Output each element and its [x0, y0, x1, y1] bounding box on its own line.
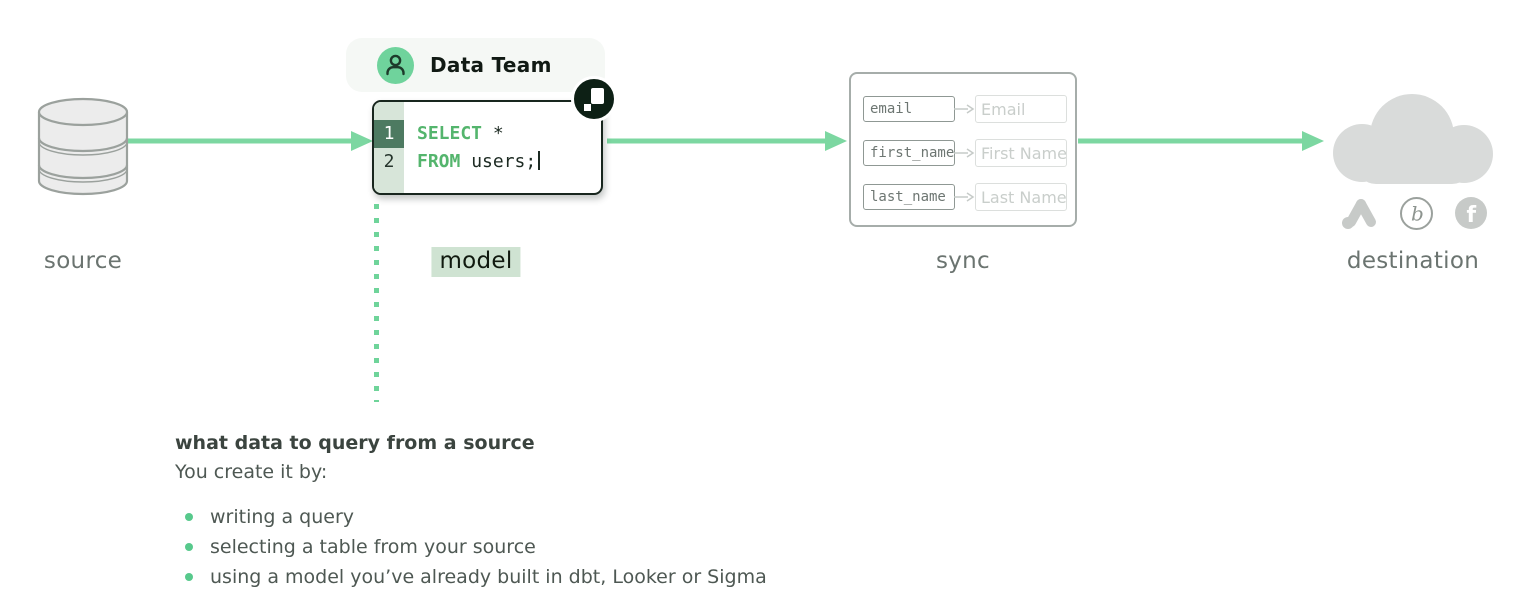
- note-bullet-list: writing a query selecting a table from y…: [175, 506, 855, 588]
- line-number-gutter: 1 2: [374, 102, 404, 193]
- line-number: 2: [383, 151, 395, 172]
- bullet-dot-icon: [185, 513, 193, 521]
- dotted-connector: [374, 204, 379, 402]
- bullet-dot-icon: [185, 573, 193, 581]
- sync-mapping-box: email Email first_name First Name last_n…: [849, 72, 1077, 227]
- destination-field-chip: Last Name: [975, 183, 1067, 211]
- list-item: selecting a table from your source: [185, 536, 855, 558]
- list-item: writing a query: [185, 506, 855, 528]
- source-field-chip: email: [863, 96, 955, 122]
- person-icon: [377, 46, 414, 84]
- destination-field-chip: First Name: [975, 139, 1067, 167]
- destination-app-icons: b f: [1340, 196, 1488, 230]
- sql-text: users;: [460, 151, 537, 172]
- destination-field-chip: Email: [975, 95, 1067, 123]
- source-label: source: [43, 248, 123, 274]
- mapping-row: last_name Last Name: [863, 183, 1075, 211]
- sql-keyword: SELECT: [417, 123, 483, 144]
- model-label: model: [431, 247, 521, 277]
- cloud-icon: [1333, 94, 1493, 184]
- bullet-text: using a model you’ve already built in db…: [210, 566, 767, 588]
- sql-keyword: FROM: [417, 151, 461, 172]
- svg-text:f: f: [1467, 203, 1477, 228]
- list-item: using a model you’ve already built in db…: [185, 566, 855, 588]
- map-arrow-icon: [954, 148, 975, 158]
- squares-icon: [584, 88, 604, 111]
- data-team-label: Data Team: [430, 53, 552, 77]
- sync-label: sync: [935, 248, 991, 274]
- arrow-model-to-sync-icon: [607, 131, 847, 151]
- note-intro: You create it by:: [175, 461, 328, 483]
- bullet-text: selecting a table from your source: [210, 536, 536, 558]
- bullet-dot-icon: [185, 543, 193, 551]
- code-area: SELECT * FROM users;: [404, 102, 541, 193]
- arrow-source-to-model-icon: [128, 131, 373, 151]
- sql-editor: 1 2 SELECT * FROM users;: [372, 100, 603, 195]
- code-line: FROM users;: [417, 148, 541, 176]
- mapping-row: first_name First Name: [863, 139, 1075, 167]
- code-line: SELECT *: [417, 120, 540, 148]
- braze-icon: b: [1399, 196, 1433, 230]
- arrow-sync-to-destination-icon: [1078, 131, 1324, 151]
- map-arrow-icon: [954, 192, 975, 202]
- model-note: what data to query from a source You cre…: [175, 432, 855, 596]
- map-arrow-icon: [954, 104, 975, 114]
- source-field-chip: first_name: [863, 140, 955, 166]
- database-icon: [37, 97, 129, 196]
- sql-text: *: [482, 123, 504, 144]
- note-heading: what data to query from a source: [175, 432, 535, 454]
- bullet-text: writing a query: [210, 506, 355, 528]
- destination-label: destination: [1346, 248, 1480, 274]
- mapping-row: email Email: [863, 95, 1075, 123]
- version-control-badge: [571, 76, 617, 122]
- data-team-badge: Data Team: [346, 38, 605, 92]
- facebook-icon: f: [1455, 197, 1487, 229]
- line-number: 1: [374, 120, 404, 148]
- text-cursor: [538, 151, 541, 170]
- svg-text:b: b: [1411, 201, 1424, 225]
- source-field-chip: last_name: [863, 184, 955, 210]
- google-ads-icon: [1342, 199, 1376, 229]
